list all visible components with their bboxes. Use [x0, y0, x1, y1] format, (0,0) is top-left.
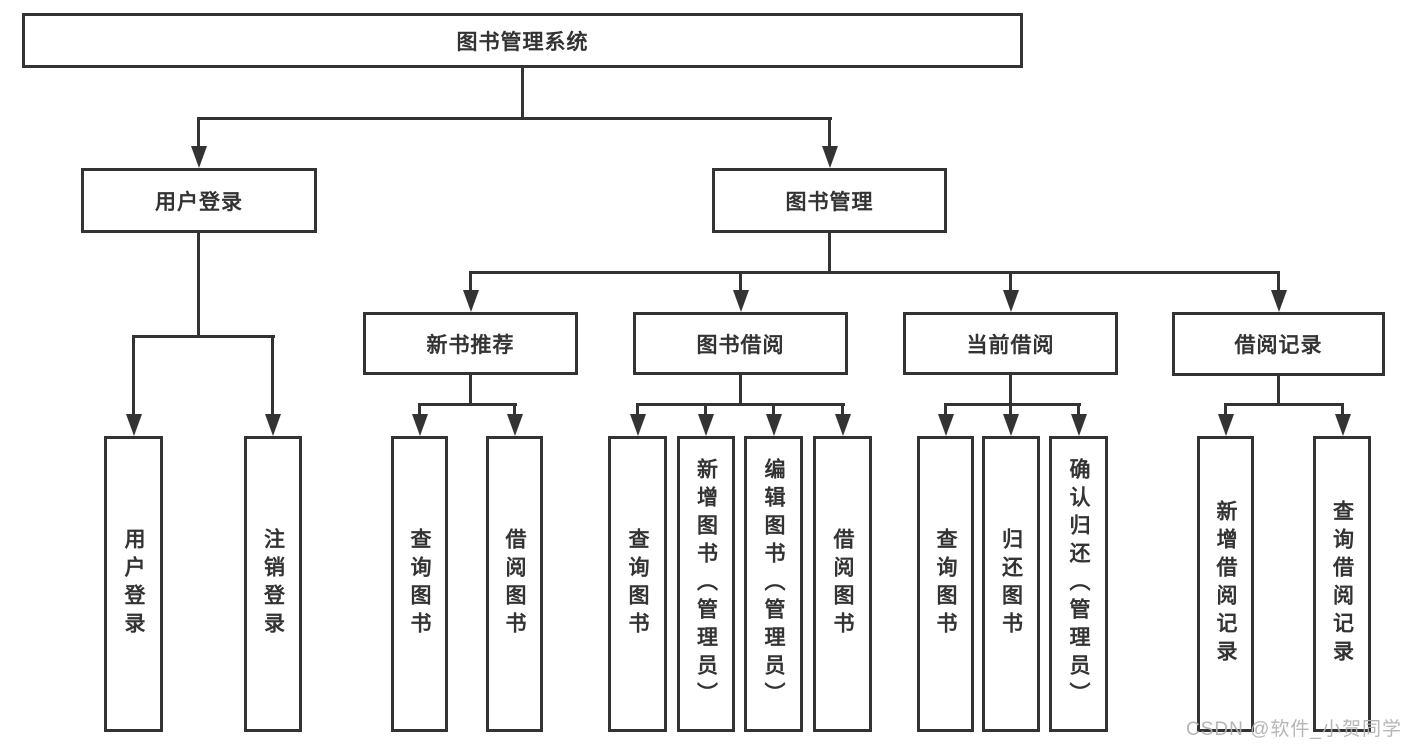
connector-root-trunk — [521, 68, 524, 118]
leaf-user-login: 用户登录 — [104, 436, 163, 732]
leaf-borrow-add-books-admin: 新增图书（管理员） — [677, 436, 735, 732]
arrowhead-records-add — [1218, 414, 1234, 436]
leaf-borrow-borrow-books: 借阅图书 — [813, 436, 872, 732]
arrowhead-current-confirm — [1071, 414, 1087, 436]
connector-drop-borrow-query — [636, 403, 639, 417]
connector-records-trunk — [1277, 375, 1280, 406]
arrowhead-records-query — [1335, 414, 1351, 436]
connector-borrow-trunk — [739, 375, 742, 406]
watermark-text: CSDN @软件_小贺同学 — [1186, 719, 1402, 740]
connector-book-management-trunk — [828, 233, 831, 274]
connector-drop-leaf-user-login — [132, 335, 135, 416]
leaf-records-query-record: 查询借阅记录 — [1313, 436, 1371, 732]
node-current-borrow: 当前借阅 — [903, 312, 1118, 375]
leaf-current-return-books: 归还图书 — [982, 436, 1040, 732]
connector-user-login-bracket — [132, 335, 275, 338]
arrowhead-recommend-borrow — [507, 414, 523, 436]
arrowhead-book-management — [822, 146, 838, 168]
connector-drop-recommend-query — [418, 403, 421, 417]
node-root: 图书管理系统 — [22, 13, 1023, 68]
connector-drop-leaf-logout — [271, 335, 274, 416]
connector-borrow-bracket — [636, 403, 845, 406]
node-new-book-recommend: 新书推荐 — [363, 312, 578, 375]
leaf-borrow-query-books: 查询图书 — [608, 436, 667, 732]
arrowhead-user-login — [191, 146, 207, 168]
arrowhead-leaf-user-login — [126, 414, 142, 436]
node-book-management: 图书管理 — [712, 168, 947, 233]
leaf-logout: 注销登录 — [244, 436, 302, 732]
connector-drop-current-query — [944, 403, 947, 417]
arrowhead-borrow — [733, 290, 749, 312]
arrowhead-current-query — [938, 414, 954, 436]
connector-level3-bracket — [469, 271, 1280, 274]
connector-records-bracket — [1224, 403, 1344, 406]
arrowhead-recommend-query — [412, 414, 428, 436]
connector-drop-borrow-add — [704, 403, 707, 417]
connector-drop-records-query — [1341, 403, 1344, 417]
connector-recommend-bracket — [418, 403, 517, 406]
connector-drop-current — [1009, 271, 1012, 292]
arrowhead-borrow-add — [698, 414, 714, 436]
connector-drop-borrow-borrow — [841, 403, 844, 417]
leaf-current-query-books: 查询图书 — [917, 436, 974, 732]
connector-drop-records-add — [1224, 403, 1227, 417]
connector-drop-borrow-edit — [772, 403, 775, 417]
arrowhead-recommend — [463, 290, 479, 312]
arrowhead-records — [1271, 290, 1287, 312]
connector-recommend-trunk — [469, 375, 472, 406]
connector-drop-recommend — [469, 271, 472, 292]
connector-drop-book-management — [828, 117, 831, 148]
connector-drop-recommend-borrow — [513, 403, 516, 417]
arrowhead-borrow-query — [630, 414, 646, 436]
leaf-recommend-query-books: 查询图书 — [391, 436, 448, 732]
connector-drop-records — [1277, 271, 1280, 292]
node-user-login: 用户登录 — [81, 168, 317, 233]
arrowhead-borrow-borrow — [835, 414, 851, 436]
arrowhead-leaf-logout — [265, 414, 281, 436]
connector-user-login-trunk — [197, 233, 200, 337]
connector-current-bracket — [944, 403, 1081, 406]
leaf-borrow-edit-books-admin: 编辑图书（管理员） — [744, 436, 803, 732]
node-book-borrow: 图书借阅 — [633, 312, 848, 375]
leaf-records-add-record: 新增借阅记录 — [1197, 436, 1254, 732]
connector-current-trunk — [1009, 375, 1012, 406]
connector-drop-user-login — [197, 117, 200, 148]
leaf-current-confirm-return-admin: 确认归还（管理员） — [1049, 436, 1108, 732]
connector-drop-current-return — [1009, 403, 1012, 417]
connector-drop-borrow — [739, 271, 742, 292]
arrowhead-current-return — [1003, 414, 1019, 436]
arrowhead-borrow-edit — [766, 414, 782, 436]
arrowhead-current — [1003, 290, 1019, 312]
leaf-recommend-borrow-books: 借阅图书 — [486, 436, 543, 732]
connector-root-bracket — [197, 117, 832, 120]
node-borrow-records: 借阅记录 — [1172, 312, 1385, 376]
connector-drop-current-confirm — [1077, 403, 1080, 417]
